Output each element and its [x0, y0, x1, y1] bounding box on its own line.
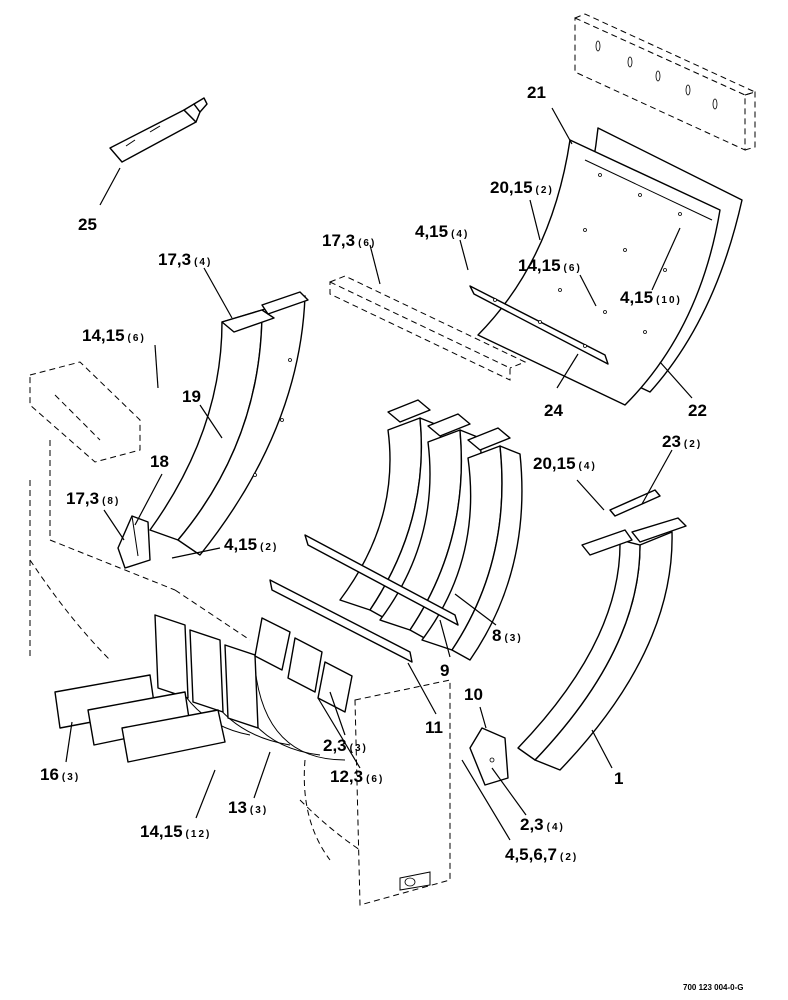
callout-20-15-b: 20,15(4)	[533, 454, 597, 473]
leader-lines	[65, 107, 693, 841]
callout-2-3-a: 2,3(3)	[323, 736, 368, 755]
inner-curved-panel-part	[477, 139, 721, 406]
lower-frame-phantom	[299, 679, 451, 906]
callout-labels: 25 21 20,15(2) 4,15(4) 17,3(6) 17,3(4) 1…	[40, 83, 707, 864]
callout-17-3-a: 17,3(6)	[322, 231, 376, 250]
plates-part	[154, 614, 353, 729]
callout-9: 9	[440, 661, 449, 680]
callout-4-5-6-7: 4,5,6,7(2)	[505, 845, 578, 864]
callout-12-3: 12,3(6)	[330, 767, 384, 786]
callout-1: 1	[614, 769, 623, 788]
callout-10: 10	[464, 685, 483, 704]
callout-14-15-b: 14,15(6)	[518, 256, 582, 275]
callout-23: 23(2)	[662, 432, 702, 451]
strap-part	[469, 285, 609, 365]
right-bracket-part	[469, 727, 509, 786]
callout-4-15-b: 4,15(10)	[620, 288, 682, 307]
callout-4-15-a: 4,15(4)	[415, 222, 469, 241]
right-curved-channel-part	[517, 517, 687, 771]
crossbar-phantom	[329, 275, 527, 381]
shelf-brackets-part	[54, 674, 226, 763]
left-curved-channel-part	[149, 291, 309, 556]
upper-mount-bracket-phantom	[574, 13, 757, 151]
callout-8: 8(3)	[492, 626, 523, 645]
lower-bar-part	[269, 579, 413, 663]
callout-20-15-a: 20,15(2)	[490, 178, 554, 197]
callout-17-3-c: 17,3(8)	[66, 489, 120, 508]
callout-22: 22	[688, 401, 707, 420]
grease-tube-part	[109, 97, 208, 163]
callout-14-15-c: 14,15(12)	[140, 822, 211, 841]
clip-part	[609, 489, 661, 517]
callout-19: 19	[182, 387, 201, 406]
callout-16: 16(3)	[40, 765, 80, 784]
callout-13: 13(3)	[228, 798, 268, 817]
drawing-number: 700 123 004-0-G	[683, 983, 744, 992]
callout-18: 18	[150, 452, 169, 471]
callout-25: 25	[78, 215, 97, 234]
guide-channels-part	[339, 399, 523, 661]
callout-17-3-b: 17,3(4)	[158, 250, 212, 269]
callout-21: 21	[527, 83, 546, 102]
callout-11: 11	[425, 718, 443, 737]
callout-24: 24	[544, 401, 563, 420]
upper-bar-part	[304, 534, 459, 626]
left-frame-phantom	[29, 361, 251, 661]
callout-2-3-b: 2,3(4)	[520, 815, 565, 834]
callout-4-15-c: 4,15(2)	[224, 535, 278, 554]
callout-14-15-a: 14,15(6)	[82, 326, 146, 345]
left-bracket-part	[117, 515, 151, 569]
